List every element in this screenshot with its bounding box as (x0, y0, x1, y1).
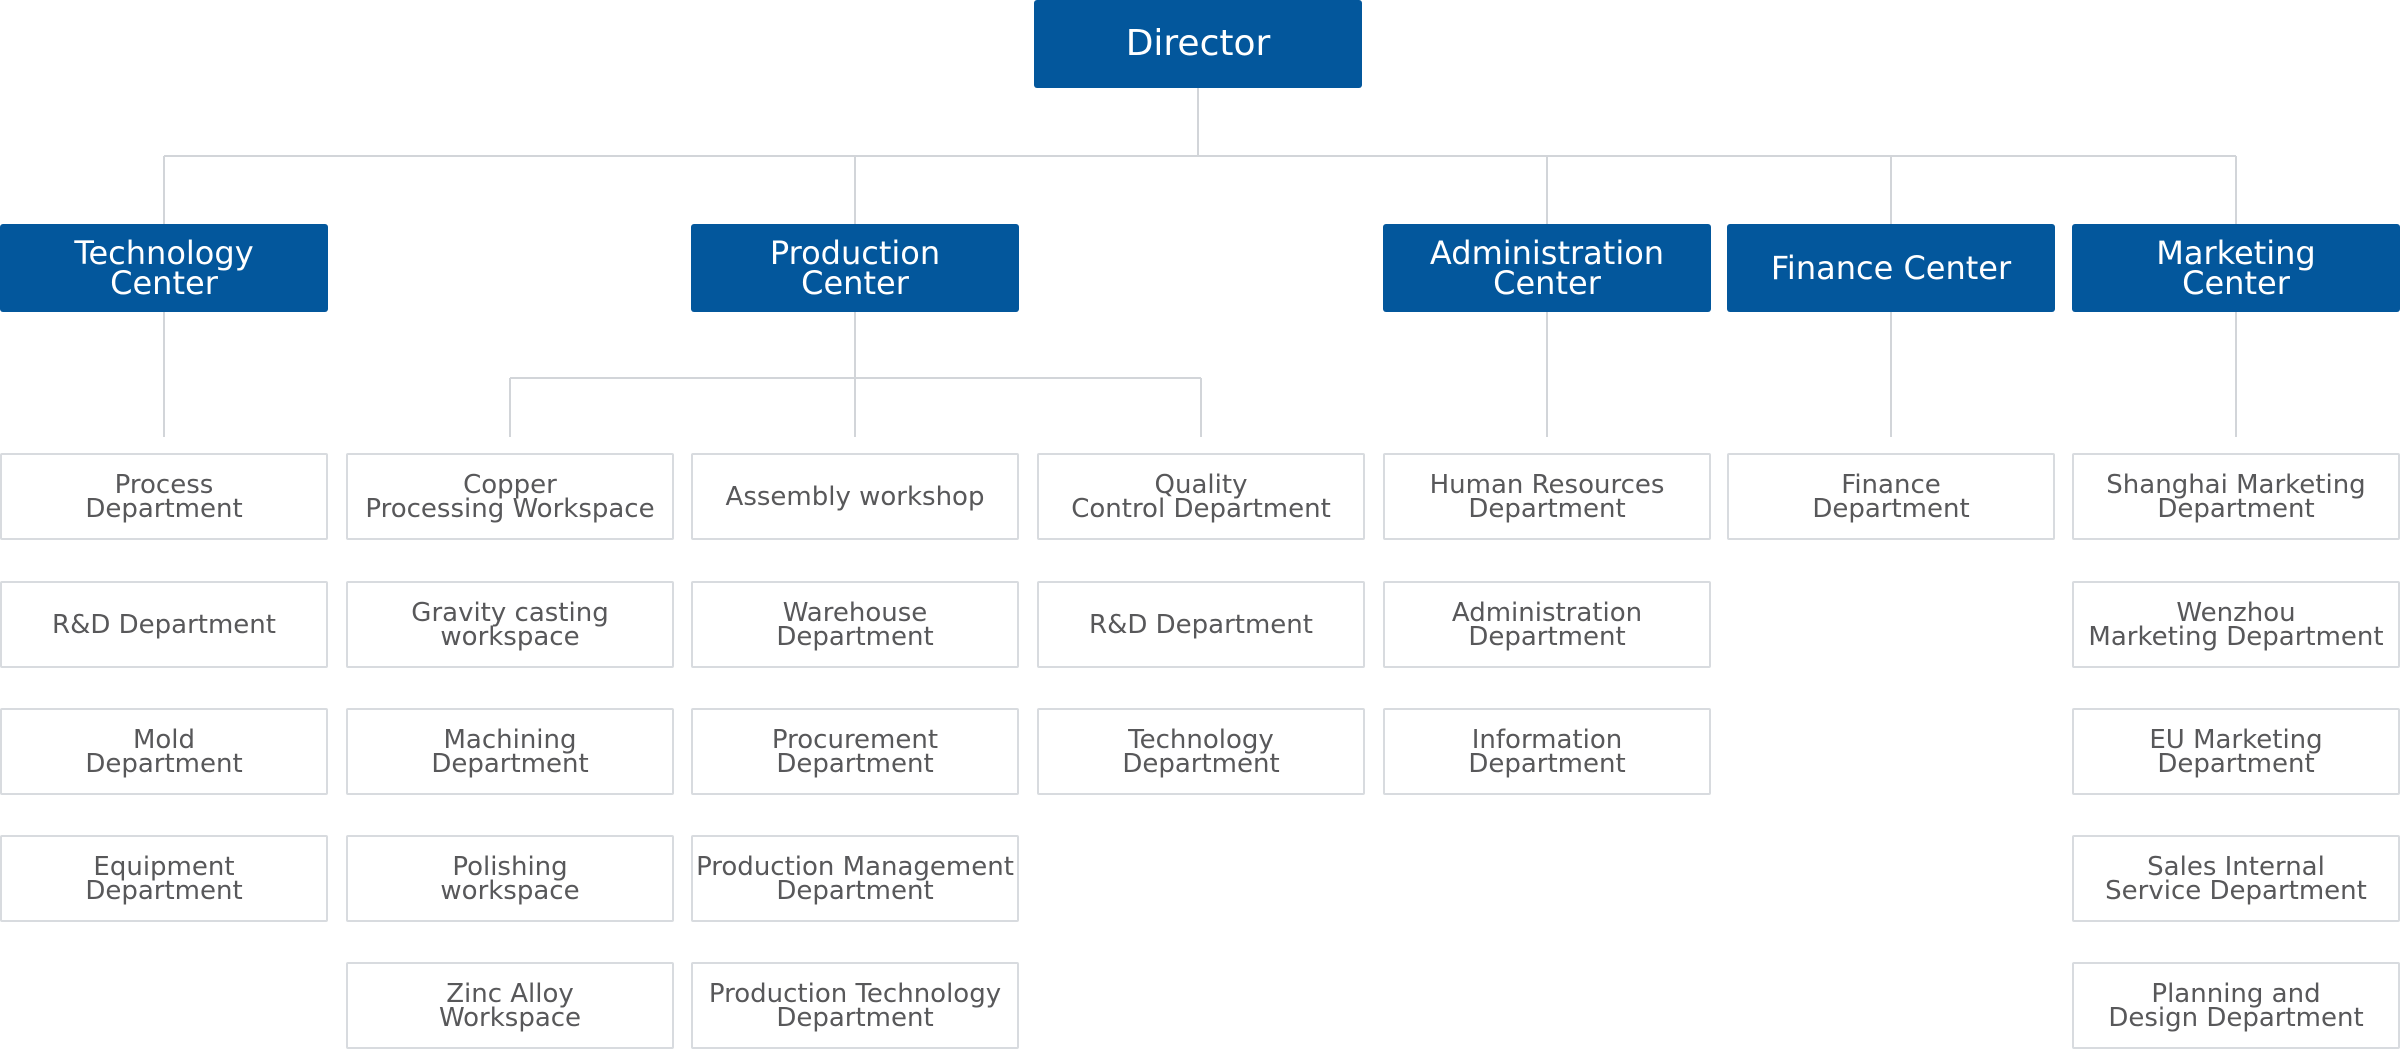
dept-production-management-department-label-line: Production Management (696, 851, 1014, 882)
dept-gravity-casting-workspace-label-line: Gravity casting (411, 597, 609, 628)
dept-information-department-label-line: Information (1471, 724, 1623, 755)
center-finance-center: Finance Center (1727, 224, 2055, 312)
dept-procurement-department-label-line: Department (776, 748, 934, 779)
dept-warehouse-department-label-line: Warehouse (782, 597, 928, 628)
dept-eu-marketing-department-label-line: EU Marketing (2149, 724, 2323, 755)
dept-zinc-alloy-workspace-label-line: Zinc Alloy (446, 978, 574, 1009)
center-marketing-center-label-line: Center (2182, 264, 2290, 302)
center-technology-center-label-line: Center (110, 264, 218, 302)
dept-quality-control-department-label-line: Quality (1154, 469, 1248, 500)
dept-mold-department-label-line: Department (85, 748, 243, 779)
dept-finance-department-label-line: Department (1812, 493, 1970, 524)
dept-zinc-alloy-workspace-label-line: Workspace (438, 1002, 582, 1033)
dept-finance-department-label-line: Finance (1841, 469, 1941, 500)
dept-copper-processing-workspace-label-line: Processing Workspace (365, 493, 655, 524)
dept-gravity-casting-workspace-label-line: workspace (440, 621, 580, 652)
center-administration-center-label-line: Administration (1429, 234, 1665, 272)
dept-shanghai-marketing-department-label-line: Shanghai Marketing (2106, 469, 2366, 500)
dept-administration-department-label-line: Administration (1451, 597, 1643, 628)
center-technology-center-label-line: Technology (74, 234, 254, 272)
dept-wenzhou-marketing-department-label-line: Marketing Department (2088, 621, 2384, 652)
dept-planning-and-design-department-label-line: Design Department (2108, 1002, 2364, 1033)
dept-production-management-department-label-line: Department (776, 875, 934, 906)
dept-polishing-workspace-label-line: workspace (440, 875, 580, 906)
dept-eu-marketing-department-label-line: Department (2157, 748, 2315, 779)
dept-process-department-label-line: Department (85, 493, 243, 524)
dept-sales-internal-service-department-label-line: Service Department (2105, 875, 2367, 906)
center-production-center-label-line: Center (801, 264, 909, 302)
dept-polishing-workspace-label-line: Polishing (452, 851, 568, 882)
dept-r-d-department-label-line: R&D Department (1089, 609, 1313, 640)
dept-production-technology-department-label-line: Production Technology (708, 978, 1002, 1009)
center-administration-center-label-line: Center (1493, 264, 1601, 302)
dept-equipment-department-label-line: Department (85, 875, 243, 906)
dept-wenzhou-marketing-department-label-line: Wenzhou (2176, 597, 2296, 628)
dept-process-department-label-line: Process (114, 469, 214, 500)
center-finance-center-label-line: Finance Center (1770, 249, 2012, 287)
dept-assembly-workshop: Assembly workshop (691, 453, 1019, 540)
dept-technology-department-label-line: Technology (1128, 724, 1274, 755)
dept-r-d-department: R&D Department (0, 581, 328, 668)
dept-mold-department-label-line: Mold (132, 724, 196, 755)
dept-shanghai-marketing-department-label-line: Department (2157, 493, 2315, 524)
director-label: Director (1125, 23, 1271, 64)
dept-quality-control-department-label-line: Control Department (1071, 493, 1331, 524)
center-marketing-center-label-line: Marketing (2156, 234, 2316, 272)
center-production-center-label-line: Production (769, 234, 941, 272)
dept-human-resources-department-label-line: Department (1468, 493, 1626, 524)
dept-information-department-label-line: Department (1468, 748, 1626, 779)
dept-machining-department-label-line: Machining (443, 724, 577, 755)
dept-assembly-workshop-label-line: Assembly workshop (725, 481, 985, 512)
dept-production-technology-department-label-line: Department (776, 1002, 934, 1033)
dept-copper-processing-workspace-label-line: Copper (463, 469, 557, 500)
dept-human-resources-department-label-line: Human Resources (1429, 469, 1665, 500)
dept-machining-department-label-line: Department (431, 748, 589, 779)
dept-equipment-department-label-line: Equipment (93, 851, 235, 882)
dept-technology-department-label-line: Department (1122, 748, 1280, 779)
dept-warehouse-department-label-line: Department (776, 621, 934, 652)
dept-r-d-department: R&D Department (1037, 581, 1365, 668)
dept-administration-department-label-line: Department (1468, 621, 1626, 652)
dept-sales-internal-service-department-label-line: Sales Internal (2147, 851, 2325, 882)
director-box: Director (1034, 0, 1362, 88)
dept-procurement-department-label-line: Procurement (771, 724, 939, 755)
dept-planning-and-design-department-label-line: Planning and (2151, 978, 2321, 1009)
dept-r-d-department-label-line: R&D Department (52, 609, 276, 640)
